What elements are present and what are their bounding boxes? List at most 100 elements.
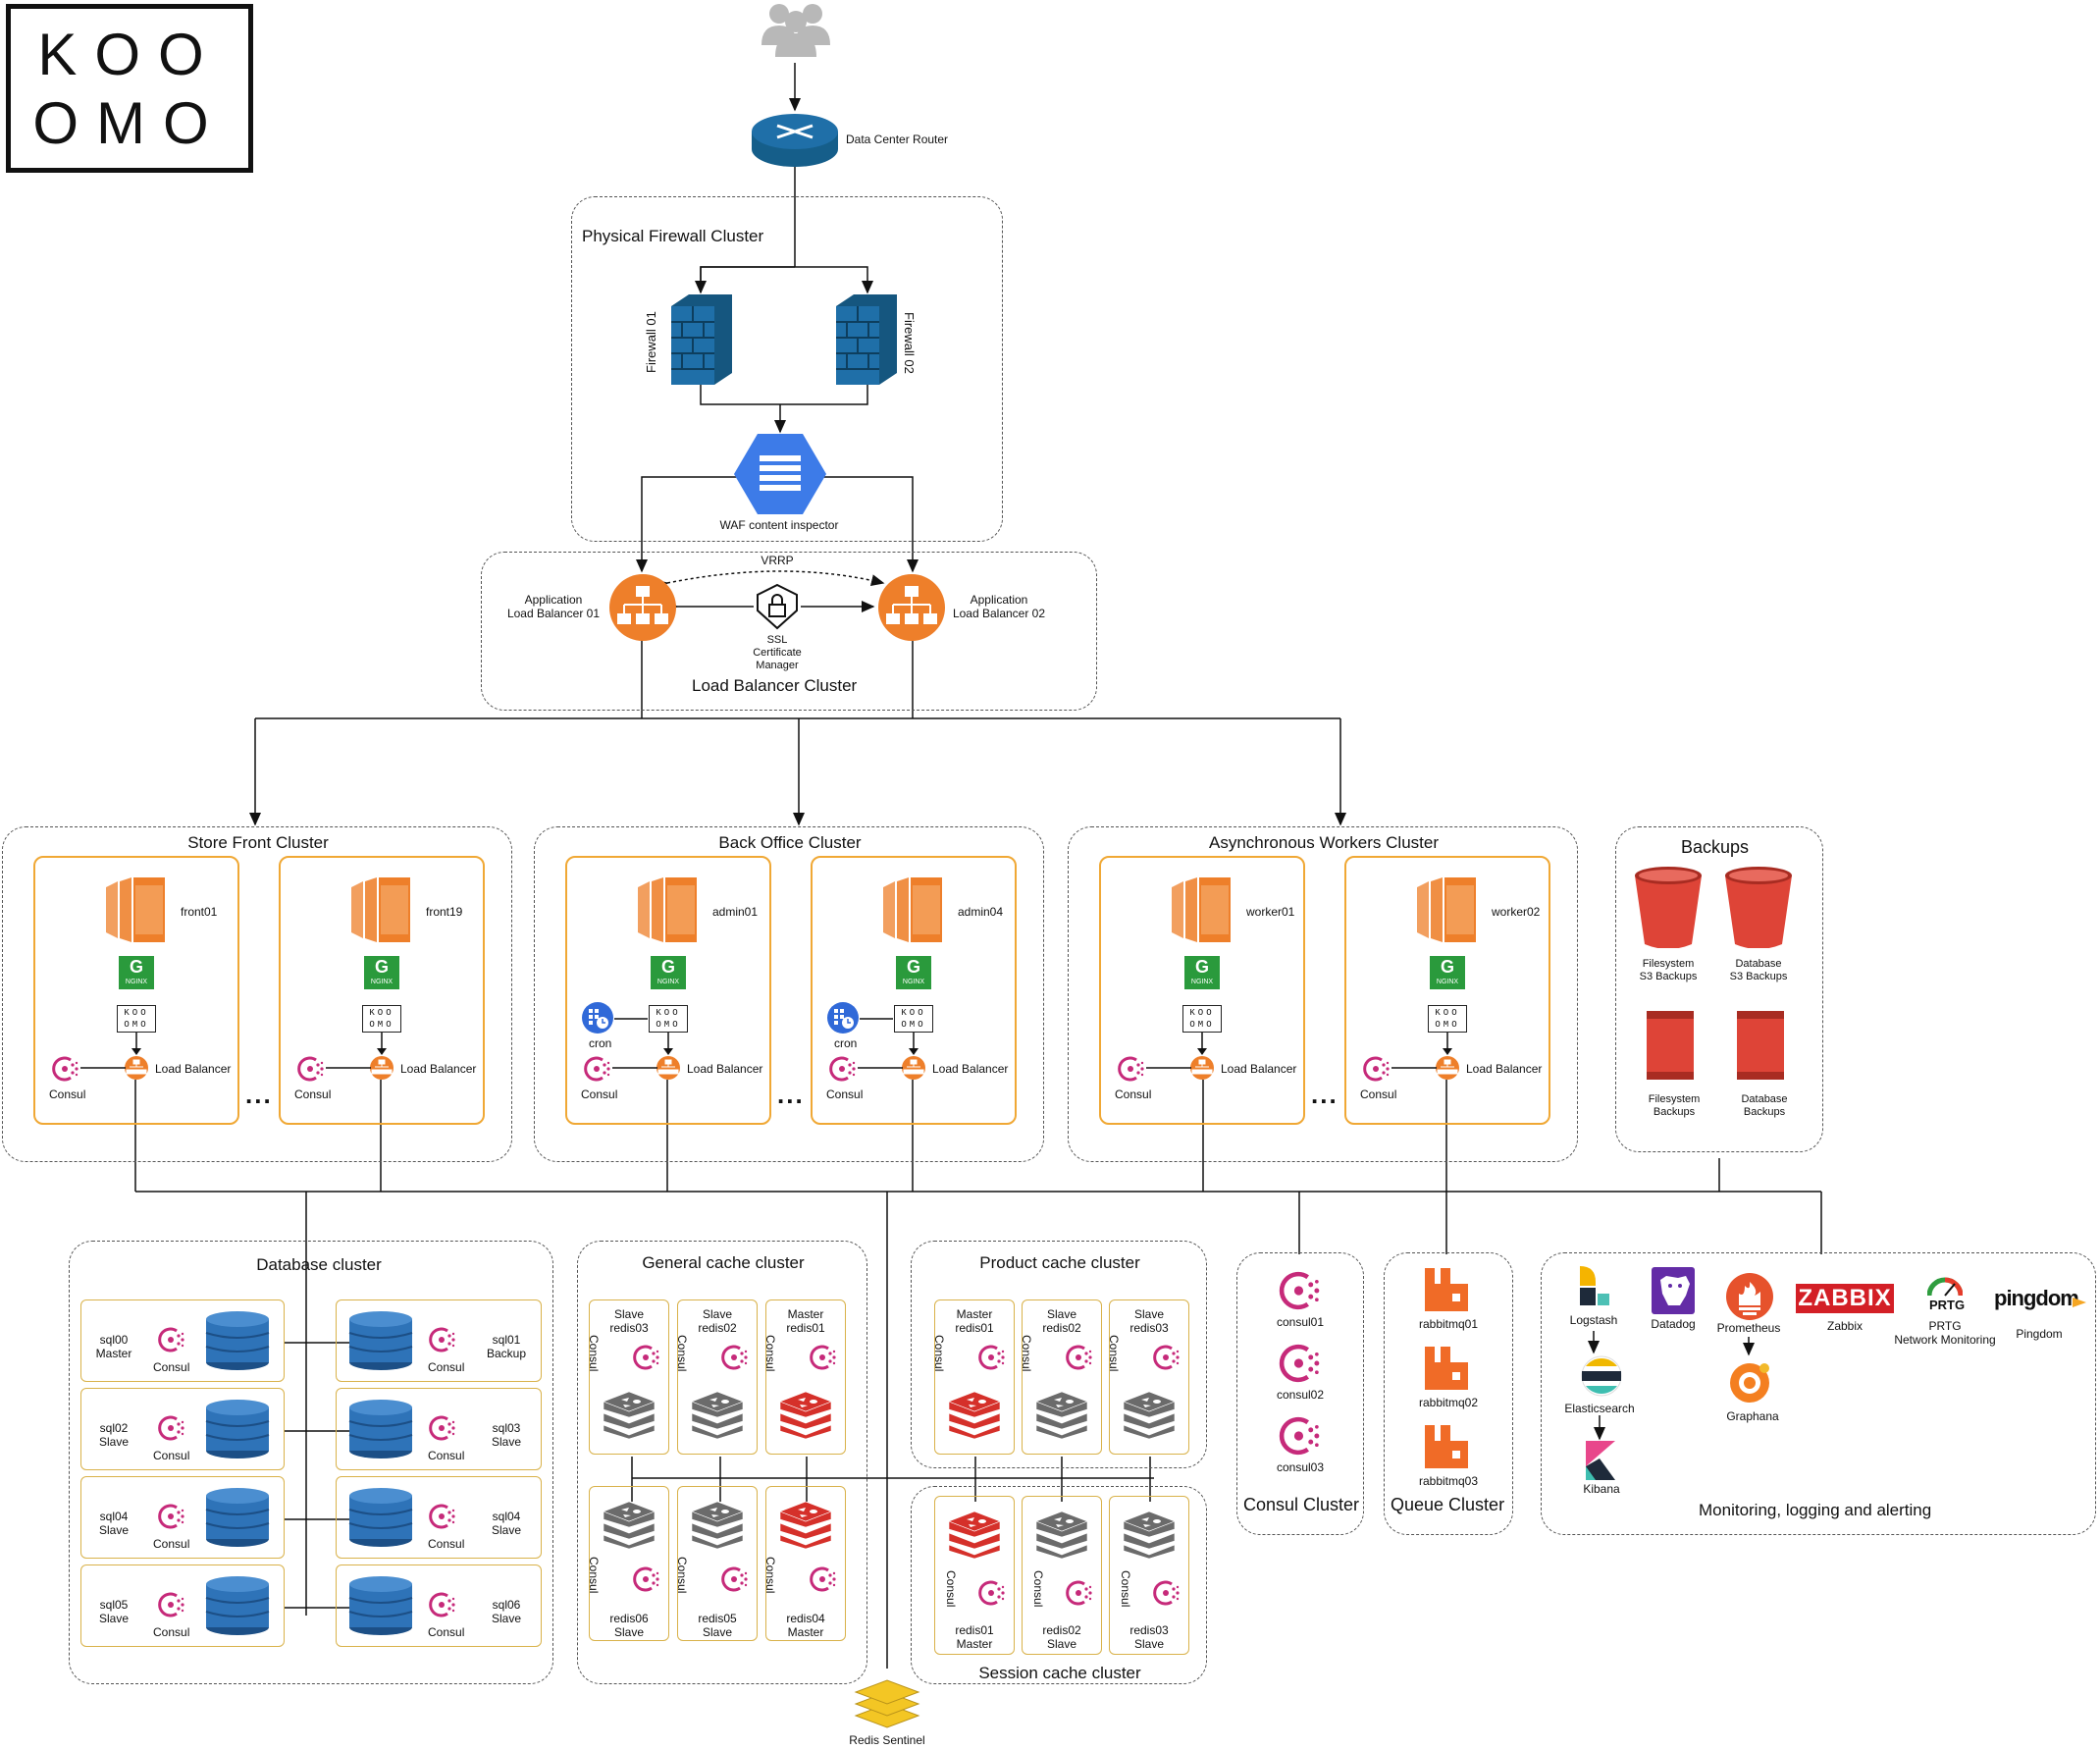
db-node-right (336, 1476, 542, 1559)
more-servers-ellipsis: ... (245, 1080, 273, 1109)
consul-icon (1153, 1345, 1180, 1370)
consul-cluster: Consul Cluster (1236, 1252, 1364, 1535)
db-node-right (336, 1299, 542, 1382)
database-icon (205, 1400, 270, 1458)
rabbitmq-icon (1425, 1347, 1468, 1390)
graphana-label: Graphana (1726, 1409, 1779, 1423)
consul-label: Consul (428, 1625, 465, 1639)
prtg-gauge-icon (1927, 1277, 1963, 1297)
link-line (860, 1018, 893, 1020)
flow-arrow (131, 1033, 141, 1055)
general-cache-cluster: General cache cluster (577, 1241, 867, 1684)
link-line (614, 1018, 648, 1020)
cron-label: cron (834, 1036, 858, 1050)
consul-icon (810, 1566, 836, 1592)
waf-icon (734, 434, 826, 514)
db-node-right (336, 1388, 542, 1470)
load-balancer-cluster: Load Balancer Cluster (481, 552, 1097, 711)
database-cluster-title: Database cluster (256, 1255, 382, 1274)
server-name: worker02 (1492, 905, 1541, 919)
graphana-icon (1730, 1363, 1769, 1403)
elasticsearch-label: Elasticsearch (1564, 1402, 1635, 1415)
flow-arrow (909, 1033, 919, 1055)
consul-icon (429, 1327, 455, 1352)
prometheus-icon (1726, 1273, 1773, 1320)
redis-icon (1123, 1511, 1176, 1559)
datadog-label: Datadog (1651, 1317, 1696, 1331)
redis-icon (691, 1391, 744, 1439)
queue-node-label: rabbitmq03 (1418, 1474, 1479, 1488)
server-name: front01 (181, 905, 218, 919)
consul-icon (429, 1415, 455, 1441)
load-balancer-icon (370, 1056, 394, 1080)
vrrp-label: VRRP (761, 554, 794, 567)
redis-node (677, 1299, 758, 1455)
rabbitmq-icon (1425, 1425, 1468, 1468)
prometheus-label: Prometheus (1716, 1321, 1781, 1335)
queue-node-label: rabbitmq02 (1418, 1396, 1479, 1409)
kooomo-logo: KOO OMO (6, 4, 253, 173)
load-balancer-label: Load Balancer (932, 1062, 1009, 1076)
consul-icon (158, 1415, 184, 1441)
load-balancer-label: Load Balancer (687, 1062, 763, 1076)
load-balancer-label: Load Balancer (155, 1062, 232, 1076)
consul-icon (978, 1580, 1005, 1606)
redis-node (677, 1486, 758, 1641)
redis-icon (779, 1501, 832, 1549)
backups-title: Backups (1681, 837, 1750, 857)
load-balancer-icon (1436, 1056, 1459, 1080)
consul-label: Consul (581, 1087, 618, 1101)
general-cache-title: General cache cluster (642, 1253, 805, 1272)
consul-icon (429, 1592, 455, 1617)
consul-label: Consul (153, 1449, 190, 1462)
consul-icon (810, 1345, 836, 1370)
consul-node-label: consul02 (1276, 1388, 1325, 1402)
server-box (1099, 856, 1305, 1125)
database-icon (348, 1400, 413, 1458)
server-box (33, 856, 239, 1125)
pingdom-logo: pingdom (1994, 1286, 2079, 1310)
link-line (1146, 1067, 1191, 1069)
queue-node-label: rabbitmq01 (1418, 1317, 1479, 1331)
redis-icon (603, 1501, 656, 1549)
session-cache-cluster: Session cache cluster (911, 1486, 1207, 1684)
ssl-shield-icon (757, 583, 798, 630)
elasticsearch-icon (1581, 1355, 1622, 1397)
consul-icon (429, 1504, 455, 1529)
db-node-left (80, 1299, 285, 1382)
pingdom-mark-icon (2073, 1298, 2086, 1307)
consul-icon (297, 1056, 324, 1082)
server-box (1344, 856, 1550, 1125)
consul-label: Consul (587, 1335, 601, 1372)
redis-node (1022, 1496, 1102, 1655)
db-node-right (336, 1564, 542, 1647)
consul-icon (1066, 1345, 1092, 1370)
consul-cluster-title: Consul Cluster (1243, 1495, 1360, 1514)
flow-arrow (377, 1033, 387, 1055)
consul-icon (829, 1056, 856, 1082)
firewall-02-label: Firewall 02 (902, 312, 917, 374)
queue-cluster-title: Queue Cluster (1391, 1495, 1505, 1514)
load-balancer-icon (1190, 1056, 1214, 1080)
consul-icon (1279, 1271, 1320, 1310)
ec2-instance-icon (638, 877, 697, 942)
server-box (279, 856, 485, 1125)
consul-label: Consul (294, 1087, 332, 1101)
consul-icon (52, 1056, 79, 1082)
firewall-cluster: Physical Firewall Cluster (571, 196, 1003, 542)
redis-node (1109, 1299, 1189, 1455)
load-balancer-icon (125, 1056, 148, 1080)
consul-icon (1363, 1056, 1390, 1082)
consul-label: Consul (826, 1087, 864, 1101)
